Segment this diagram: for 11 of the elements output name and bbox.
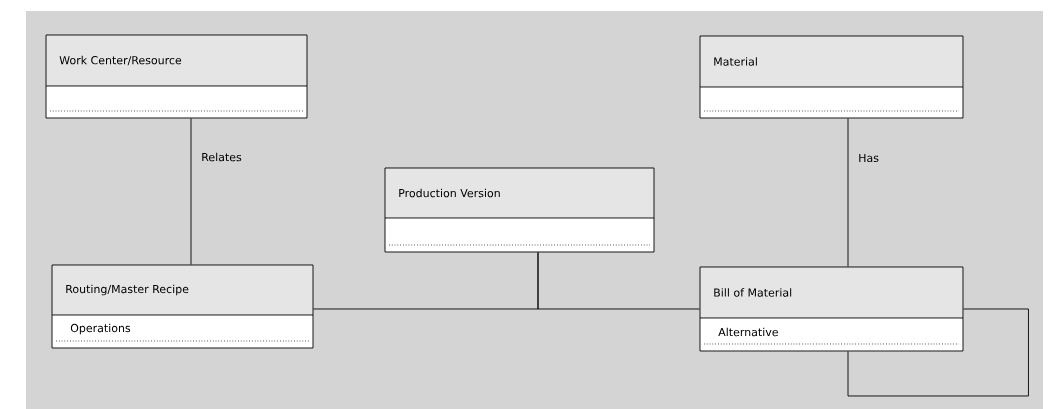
class-box: Material (699, 35, 964, 119)
edge-label: Relates (200, 151, 243, 163)
connector-line (537, 252, 700, 310)
class-box: Production Version (384, 167, 655, 253)
connector-line (847, 308, 1029, 397)
class-box: Bill of Material Alternative (699, 266, 964, 352)
connector-line (190, 118, 192, 265)
connector-line (847, 118, 849, 267)
edge-label: Has (857, 152, 880, 164)
class-box: Routing/Master Recipe Operations (51, 264, 314, 349)
class-box: Work Center/Resource (45, 34, 308, 119)
